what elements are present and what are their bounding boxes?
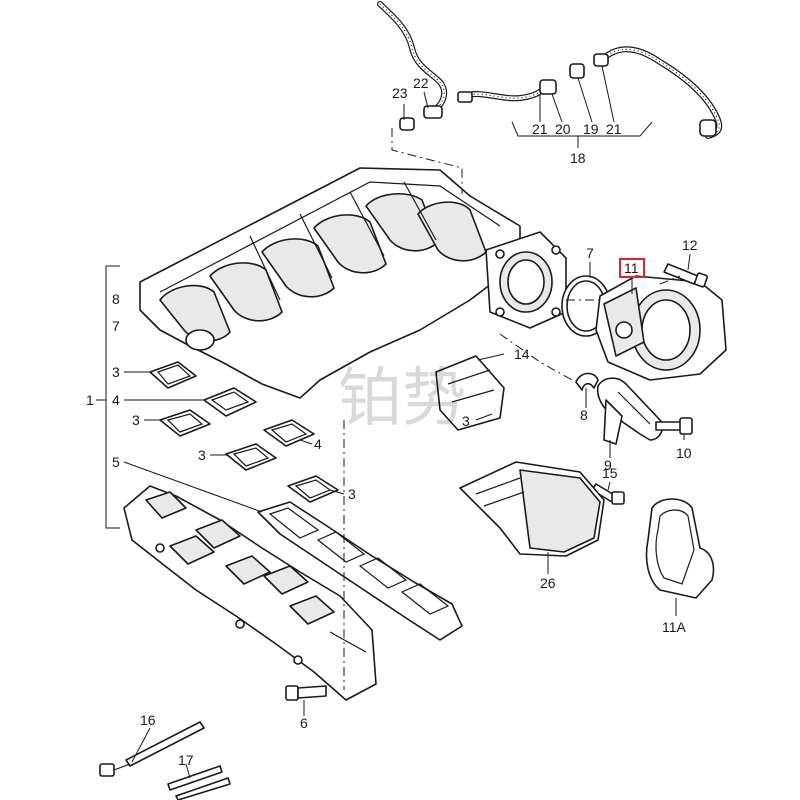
callout-12: 12 [682,237,698,253]
callout-4b: 4 [314,436,322,452]
gasket-4-a [203,387,257,417]
bolt-10 [655,417,693,435]
callout-20: 20 [555,121,571,137]
leader-lines [123,65,691,779]
callout-5: 5 [112,454,120,470]
watermark-text: 铂势 [338,362,466,436]
callout-8a: 8 [112,291,120,307]
check-valve-20 [539,79,557,95]
gasket-3-d [287,475,339,503]
bolt-6 [285,685,327,701]
assembly-line-d [659,275,681,285]
group-bracket-18 [511,121,653,137]
bolt-15 [591,483,625,505]
heat-shield-26 [459,461,605,557]
callout-7b: 7 [586,245,594,261]
callout-19: 19 [583,121,599,137]
hose-end-fitting [699,119,717,137]
callout-8b: 8 [580,407,588,423]
callout-11-highlight: 11 [619,258,645,278]
callout-7a: 7 [112,318,120,334]
hose-clamp-8 [575,372,599,391]
callout-10: 10 [676,445,692,461]
support-bracket [435,355,505,431]
callout-6: 6 [300,715,308,731]
group-bracket-1 [105,265,120,529]
callout-3c: 3 [198,447,206,463]
callout-21b: 21 [606,121,622,137]
callout-1: 1 [86,392,94,408]
callout-11A: 11A [662,619,687,635]
callout-3e: 3 [462,413,470,429]
cover-11A [645,498,715,599]
upper-intake-manifold [139,167,521,399]
callout-3d: 3 [348,486,356,502]
hose-connector-19 [569,63,585,79]
callout-9: 9 [604,457,612,473]
callout-23: 23 [392,85,408,101]
assembly-line-a [391,128,463,194]
vacuum-hose-top-left [377,1,448,115]
manifold-throttle-flange [485,231,567,329]
callout-21a: 21 [532,121,548,137]
manifold-gasket-5 [257,501,463,641]
throttle-body-11 [595,275,727,381]
callout-16: 16 [140,712,156,728]
gasket-3-a [149,361,197,389]
hose-clip-23 [399,117,415,131]
vacuum-hose-right [601,46,723,139]
callout-15: 15 [602,465,618,481]
cable-tie-16 [99,721,205,777]
hose-connector-21a [457,91,473,103]
callout-3b: 3 [132,412,140,428]
callout-22: 22 [413,75,429,91]
hose-connector-22 [423,105,443,119]
breather-hose-9 [596,377,664,445]
vacuum-hose-middle [463,83,551,102]
callout-labels: 1 3 4 3 3 4 5 3 8 7 6 23 22 21 20 19 21 … [86,75,698,768]
callout-4a: 4 [112,392,120,408]
callout-26: 26 [540,575,556,591]
callout-3a: 3 [112,364,120,380]
assembly-line-e [499,333,573,381]
callout-14: 14 [514,346,530,362]
lower-intake-manifold [123,485,377,701]
highlight-box [619,258,645,278]
gasket-4-b [263,419,315,447]
gasket-3-b [159,409,211,437]
hose-connector-21b [593,53,609,67]
cable-ties-17 [167,765,231,800]
callout-17: 17 [178,752,194,768]
callout-18: 18 [570,150,586,166]
callout-11: 11 [624,260,639,276]
gasket-3-c [225,443,277,471]
bolt-12 [663,263,708,288]
